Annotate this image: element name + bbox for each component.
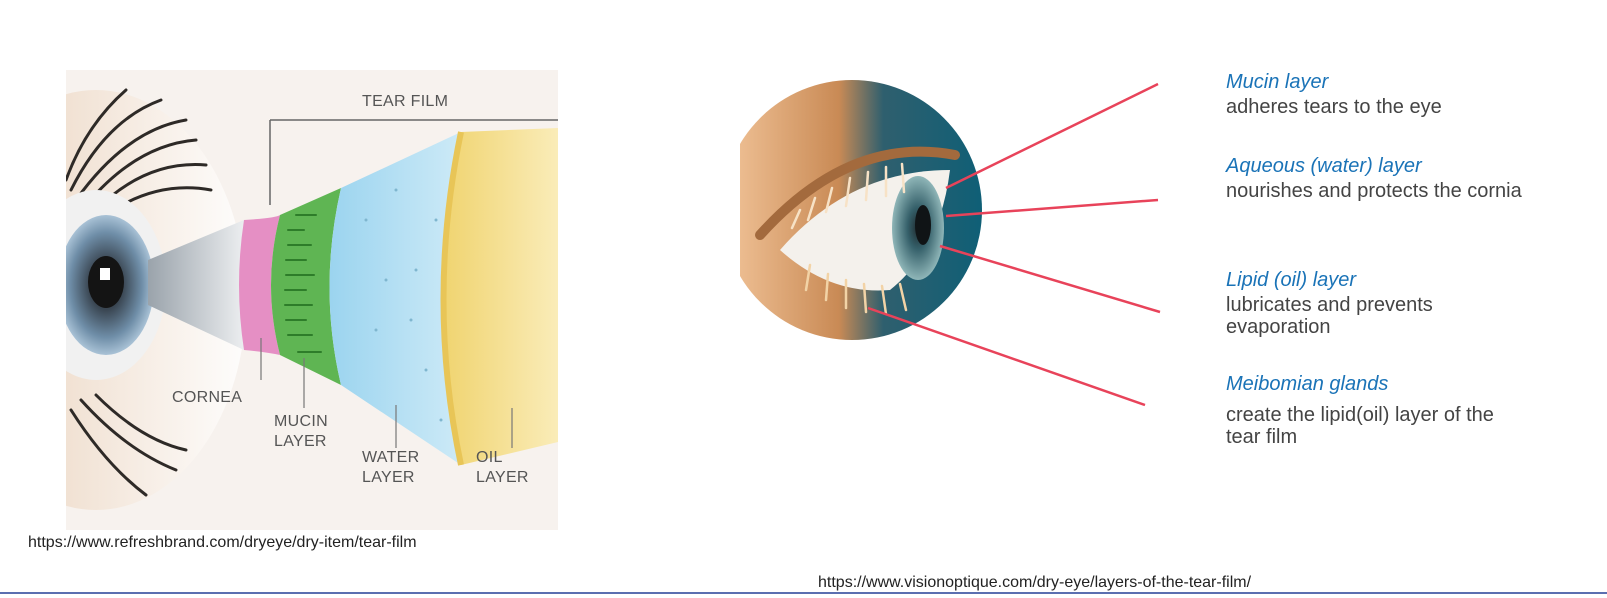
cornea-label: CORNEA	[172, 389, 243, 406]
water-label-line-2: LAYER	[362, 469, 415, 486]
legend-aqueous-desc: nourishes and protects the cornia	[1226, 180, 1522, 202]
tear-film-bracket	[269, 119, 558, 205]
mucin-layer-label: MUCIN LAYER	[274, 412, 328, 452]
oil-layer-label: OIL LAYER	[476, 448, 529, 488]
legend-lipid-desc: lubricates and prevents evaporation	[1226, 294, 1433, 338]
legend-lipid-title: Lipid (oil) layer	[1226, 269, 1357, 291]
legend-mucin-title: Mucin layer	[1226, 71, 1329, 93]
left-source-url: https://www.refreshbrand.com/dryeye/dry-…	[28, 534, 417, 551]
tear-film-label: TEAR FILM	[362, 93, 449, 110]
oil-layer	[443, 128, 558, 465]
oil-label-line-1: OIL	[476, 449, 503, 466]
pointer-lines	[867, 82, 1161, 407]
legend-meibomian-title: Meibomian glands	[1226, 373, 1389, 395]
tear-film-diagram: TEAR FILM CORNEA MUCIN LAYER WATER LAYER…	[0, 70, 558, 530]
water-layer	[329, 132, 461, 465]
legend-mucin-desc: adheres tears to the eye	[1226, 96, 1442, 118]
lower-lash-icon	[804, 263, 908, 316]
water-label-line-1: WATER	[362, 449, 420, 466]
legend-meibomian: Meibomian glands create the lipid(oil) l…	[1226, 372, 1526, 448]
legend-aqueous-title: Aqueous (water) layer	[1226, 155, 1422, 177]
mucin-label-line-1: MUCIN	[274, 413, 328, 430]
oil-label-line-2: LAYER	[476, 469, 529, 486]
legend-mucin: Mucin layer adheres tears to the eye	[1226, 70, 1556, 118]
legend-aqueous: Aqueous (water) layer nourishes and prot…	[1226, 154, 1526, 202]
eye-illustration	[722, 80, 1161, 407]
upper-lash-icon	[790, 162, 906, 230]
eye-layers-diagram	[722, 60, 1210, 440]
cornea-layer	[239, 215, 280, 355]
water-layer-label: WATER LAYER	[362, 448, 420, 488]
legend-lipid: Lipid (oil) layer lubricates and prevent…	[1226, 268, 1506, 338]
right-source-url: https://www.visionoptique.com/dry-eye/la…	[818, 574, 1252, 591]
bottom-rule	[0, 592, 1607, 594]
pupil-icon	[88, 256, 124, 308]
mucin-label-line-2: LAYER	[274, 433, 327, 450]
legend-meibomian-desc: create the lipid(oil) layer of the tear …	[1226, 404, 1494, 448]
